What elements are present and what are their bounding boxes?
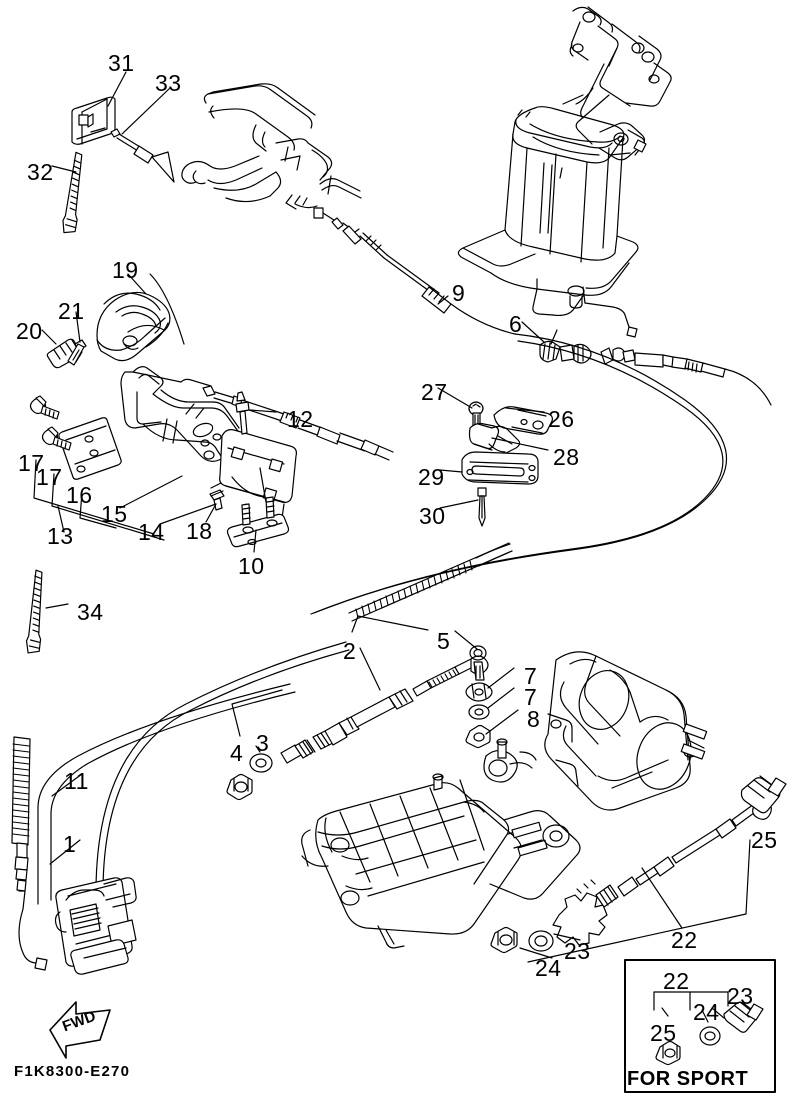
shift-lever-knob-19 xyxy=(96,291,171,362)
washer-3-nut-4 xyxy=(226,753,273,801)
jet-pump-housing xyxy=(301,738,581,949)
callout-number-27: 27 xyxy=(421,379,448,405)
callout-number-20: 20 xyxy=(16,318,43,344)
callout-number-5: 5 xyxy=(437,628,451,654)
callout-number-11: 11 xyxy=(64,768,89,794)
callout-number-13: 13 xyxy=(47,523,74,549)
callout-number-15: 15 xyxy=(101,501,128,527)
callout-number-6: 6 xyxy=(509,311,523,337)
cable-routing xyxy=(37,333,728,905)
callout-number-34: 34 xyxy=(77,599,104,625)
callout-number-23: 23 xyxy=(727,983,754,1009)
callout-number-22: 22 xyxy=(671,927,698,953)
callout-number-4: 4 xyxy=(230,740,244,766)
callout-number-25: 25 xyxy=(650,1020,677,1046)
bolt-18 xyxy=(209,489,225,511)
callout-number-7: 7 xyxy=(524,684,538,710)
callout-number-33: 33 xyxy=(155,70,182,96)
handlebar-grip-assembly xyxy=(181,83,362,210)
fwd-arrow xyxy=(49,1001,111,1059)
steering-column-assembly xyxy=(457,6,672,338)
shift-cable-2 xyxy=(280,645,489,764)
steering-nozzle xyxy=(544,651,708,811)
for-sport-label: FOR SPORT xyxy=(627,1068,749,1090)
callout-number-2: 2 xyxy=(343,638,357,664)
callout-number-24: 24 xyxy=(535,955,562,981)
screw-12 xyxy=(235,391,250,435)
callout-number-22: 22 xyxy=(663,968,690,994)
callout-number-17: 17 xyxy=(18,450,45,476)
callout-number-23: 23 xyxy=(564,938,591,964)
callout-number-31: 31 xyxy=(108,50,135,76)
callout-number-29: 29 xyxy=(418,464,445,490)
callout-number-17: 17 xyxy=(36,464,63,490)
callout-number-24: 24 xyxy=(693,999,720,1025)
callout-number-10: 10 xyxy=(238,553,265,579)
diagram-part-number: F1K8300-E270 xyxy=(14,1063,131,1080)
callout-number-7: 7 xyxy=(524,663,538,689)
callout-number-14: 14 xyxy=(138,519,165,545)
callout-number-3: 3 xyxy=(256,730,270,756)
shift-bracket-26-30 xyxy=(461,401,553,527)
plate-16-and-bolts-17 xyxy=(29,395,122,480)
for-sport-inset xyxy=(624,959,776,1093)
reverse-cable-22 xyxy=(490,775,787,954)
washers-and-nut xyxy=(465,682,493,749)
callout-number-12: 12 xyxy=(287,406,314,432)
throttle-cable-9 xyxy=(313,207,516,335)
callout-number-21: 21 xyxy=(58,298,85,324)
callout-number-32: 32 xyxy=(27,159,54,185)
callout-number-9: 9 xyxy=(452,280,466,306)
plate-10 xyxy=(226,496,290,548)
callout-number-28: 28 xyxy=(553,444,580,470)
callout-number-25: 25 xyxy=(751,827,778,853)
spring-cable-11-1 xyxy=(11,736,48,971)
callout-number-19: 19 xyxy=(112,257,139,283)
callout-number-16: 16 xyxy=(66,482,93,508)
callout-number-8: 8 xyxy=(527,706,541,732)
callout-number-30: 30 xyxy=(419,503,446,529)
callout-number-18: 18 xyxy=(186,518,213,544)
callout-number-26: 26 xyxy=(548,406,575,432)
control-module xyxy=(54,877,137,975)
leader-lines xyxy=(33,71,751,963)
callout-number-1: 1 xyxy=(63,831,77,857)
cable-clamp-and-screws xyxy=(62,96,175,234)
cable-joint-6 xyxy=(539,329,772,406)
cable-tie-34 xyxy=(25,569,43,654)
